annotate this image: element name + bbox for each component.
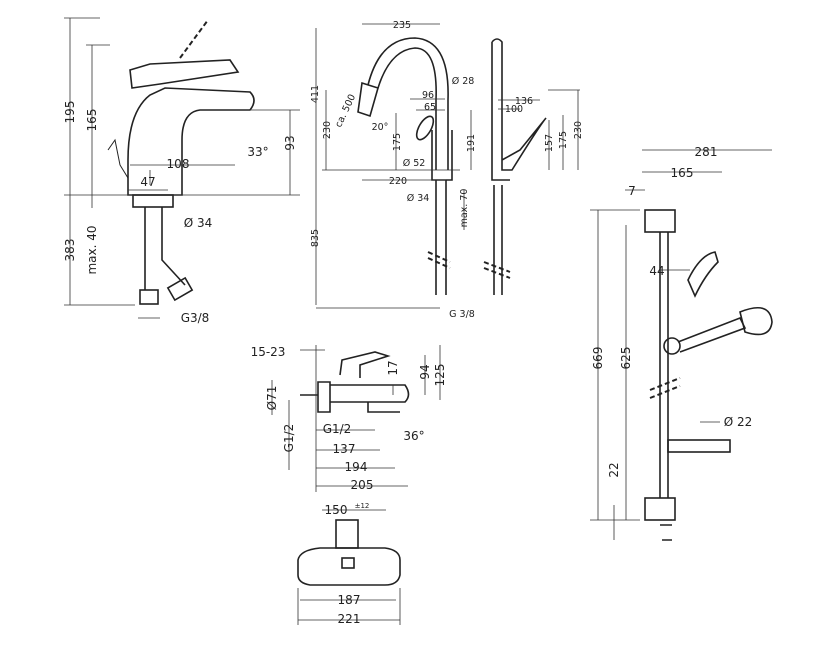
dim-15-23: 15-23	[251, 345, 286, 359]
dim-194: 194	[345, 460, 368, 474]
dim-281: 281	[695, 145, 718, 159]
dim-383: 383	[63, 239, 77, 262]
basin-mixer-drawing: 195 165 108 33° 93 47 Ø 34 383 max. 40 G…	[63, 17, 300, 325]
dim-20deg: 20°	[372, 122, 389, 133]
dim-93: 93	[283, 135, 297, 150]
dim-94: 94	[418, 364, 432, 379]
dim-835: 835	[310, 229, 321, 247]
dim-235: 235	[393, 20, 411, 31]
dim-175: 175	[392, 133, 403, 151]
dim-137: 137	[333, 442, 356, 456]
dim-411: 411	[310, 85, 321, 103]
dim-150-tolerance: ±12	[355, 502, 370, 510]
dim-36deg: 36°	[403, 429, 424, 443]
dim-96: 96	[422, 90, 434, 101]
dim-100: 100	[505, 104, 523, 115]
dim-22: 22	[607, 462, 621, 477]
dim-230: 230	[322, 121, 333, 139]
dim-669: 669	[591, 347, 605, 370]
dim-187: 187	[338, 593, 361, 607]
dim-191: 191	[466, 134, 477, 152]
dim-157: 157	[544, 134, 555, 152]
dim-dia22: Ø 22	[724, 415, 753, 429]
dim-205: 205	[351, 478, 374, 492]
dim-195: 195	[63, 101, 77, 124]
dim-625: 625	[619, 347, 633, 370]
dim-220: 220	[389, 176, 407, 187]
dim-max40: max. 40	[85, 225, 99, 274]
dim-108: 108	[167, 157, 190, 171]
dim-175b: 175	[558, 131, 569, 149]
dim-dia52: Ø 52	[403, 158, 426, 169]
dim-g38: G3/8	[181, 311, 210, 325]
dim-221: 221	[338, 612, 361, 626]
bath-mixer-drawing: 15-23 125 94 17 Ø71 G1/2 G1/2 36° 137 19…	[251, 345, 447, 626]
dim-dia71: Ø71	[265, 386, 279, 411]
dim-g12-vertical: G1/2	[282, 424, 296, 453]
shower-set-drawing: 281 7 165 44 669 625 Ø 22 22	[590, 145, 773, 541]
dim-33deg: 33°	[247, 145, 268, 159]
dim-165: 165	[85, 109, 99, 132]
dim-230b: 230	[573, 121, 584, 139]
dim-dia34: Ø 34	[407, 193, 430, 204]
dim-17: 17	[386, 360, 400, 375]
dim-g38: G 3/8	[449, 309, 475, 320]
kitchen-mixer-drawing: 235 Ø 28 411 ca. 500 96 65 20° 230 175 1…	[310, 20, 584, 320]
dim-dia34: Ø 34	[184, 216, 213, 230]
dim-47: 47	[140, 175, 155, 189]
dim-150: 150	[325, 503, 348, 517]
dim-7: 7	[628, 184, 636, 198]
dim-g12: G1/2	[323, 422, 352, 436]
dim-125: 125	[433, 364, 447, 387]
dim-ca500: ca. 500	[333, 93, 358, 130]
dim-max70: max. 70	[459, 189, 470, 228]
dim-65: 65	[424, 102, 436, 113]
dim-dia28: Ø 28	[452, 76, 475, 87]
dim-165: 165	[671, 166, 694, 180]
dim-136: 136	[515, 96, 533, 107]
dim-44: 44	[649, 264, 664, 278]
